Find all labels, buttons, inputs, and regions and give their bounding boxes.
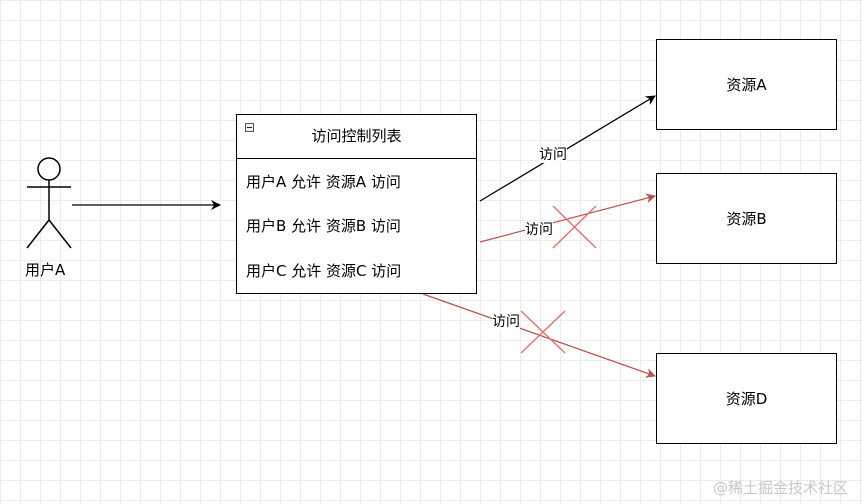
acl-title: 访问控制列表 <box>311 127 402 145</box>
acl-rule-row[interactable]: 用户A 允许 资源A 访问 <box>246 173 401 191</box>
edge-acl-to-resource-b[interactable] <box>479 193 656 243</box>
resource-b-label: 资源B <box>726 210 767 228</box>
edge-acl-to-resource-a[interactable] <box>479 95 656 202</box>
deny-cross-icon-resource-d <box>520 310 566 354</box>
acl-rule-row[interactable]: 用户C 允许 资源C 访问 <box>246 262 402 280</box>
watermark: @稀土掘金技术社区 <box>712 479 848 497</box>
user-actor-icon[interactable] <box>26 157 72 249</box>
resource-b-box[interactable]: 资源B <box>656 173 837 264</box>
acl-header: 访问控制列表 <box>237 115 476 159</box>
edge-label-resource-d: 访问 <box>492 314 520 330</box>
collapse-toggle-icon[interactable] <box>245 123 254 132</box>
edge-label-resource-a: 访问 <box>539 147 567 163</box>
resource-a-label: 资源A <box>726 76 767 94</box>
deny-cross-icon-resource-b <box>552 205 597 249</box>
actor-label: 用户A <box>25 261 66 279</box>
edge-label-resource-b: 访问 <box>525 222 553 238</box>
resource-d-label: 资源D <box>725 390 768 408</box>
access-control-list[interactable]: 访问控制列表 用户A 允许 资源A 访问 用户B 允许 资源B 访问 用户C 允… <box>236 114 477 294</box>
acl-rule-row[interactable]: 用户B 允许 资源B 访问 <box>246 217 401 235</box>
resource-a-box[interactable]: 资源A <box>656 39 837 130</box>
resource-d-box[interactable]: 资源D <box>656 353 837 444</box>
